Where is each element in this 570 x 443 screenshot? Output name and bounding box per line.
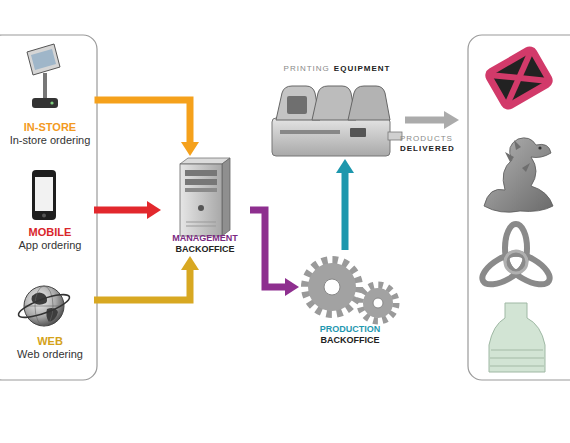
globe-sphere — [24, 286, 64, 326]
phone-case-product — [482, 44, 555, 113]
knot-loop — [502, 247, 555, 290]
node-subtitle: EQUIPMENT — [334, 64, 391, 74]
channel-node: WEBWeb ordering — [6, 278, 94, 364]
kiosk-base — [32, 98, 58, 108]
server-power — [198, 205, 204, 211]
knot-loop — [478, 247, 531, 290]
kiosk-icon — [27, 44, 60, 108]
server-bay — [185, 188, 217, 192]
vase-rib — [491, 349, 543, 351]
vase-body — [489, 303, 545, 372]
delivery-arrow-head — [444, 111, 459, 129]
server-bay — [185, 179, 217, 185]
server-side — [222, 158, 230, 236]
phone-screen — [35, 177, 53, 211]
vase-rib — [490, 365, 544, 367]
node-subtitle: BACKOFFICE — [176, 244, 235, 255]
printer-base — [272, 118, 390, 156]
server-icon — [180, 158, 230, 236]
kiosk-display — [31, 49, 56, 70]
printer-window — [287, 96, 307, 114]
knot-ring — [505, 251, 527, 273]
gear-hole — [373, 298, 383, 308]
node-title: PRODUCTION — [320, 324, 381, 335]
server-vent — [186, 222, 216, 223]
gear-body — [363, 288, 393, 318]
phone-body — [32, 170, 56, 220]
flow-arrow — [94, 207, 147, 214]
kiosk-light — [50, 101, 53, 104]
server-top — [180, 158, 230, 164]
flow-label: DELIVERED — [400, 144, 455, 154]
globe-icon — [16, 286, 72, 326]
equipment-node: PRINTING EQUIPMENT — [262, 62, 412, 160]
gear-teeth — [360, 285, 396, 321]
dragon-product — [484, 138, 553, 212]
gears-icon — [305, 260, 396, 321]
server-front — [180, 164, 222, 236]
label-group: PRODUCTSDELIVERED — [400, 134, 455, 155]
gear-body — [308, 263, 356, 311]
dragon-spikes — [505, 140, 530, 172]
node-subtitle: App ordering — [19, 239, 82, 253]
printer-slot — [280, 130, 340, 134]
vase-rib — [490, 357, 544, 359]
globe-equator — [24, 306, 64, 307]
node-title: MOBILE — [29, 226, 72, 240]
phone-icon — [32, 170, 56, 220]
gear-teeth — [305, 260, 359, 314]
case-frame — [482, 44, 555, 113]
vase-product — [489, 303, 545, 372]
printer-icon — [272, 86, 402, 156]
printer-panel — [350, 128, 366, 137]
node-title: WEB — [37, 335, 63, 349]
printer-tray — [388, 132, 402, 140]
case-strap — [492, 53, 546, 103]
phone-button — [42, 214, 46, 218]
delivery-arrow — [405, 111, 459, 129]
server-vent — [186, 226, 216, 227]
products-panel — [468, 35, 570, 380]
gear-hole — [324, 279, 340, 295]
flow-arrow — [95, 100, 191, 142]
kiosk-pole — [43, 73, 47, 100]
case-back — [492, 53, 546, 103]
flow-arrow — [250, 210, 285, 287]
node-subtitle: In-store ordering — [10, 134, 91, 148]
node-title: MANAGEMENT — [172, 233, 238, 244]
server-bay — [185, 170, 217, 176]
channel-node: IN-STOREIn-store ordering — [6, 40, 95, 150]
node-title: PRINTING — [284, 64, 330, 74]
globe-orbit — [16, 290, 72, 322]
kiosk-screen — [27, 44, 60, 75]
node-subtitle: Web ordering — [17, 348, 83, 362]
flow-arrow — [94, 270, 190, 300]
channel-panel — [0, 35, 97, 380]
delivery-arrow-shaft — [405, 117, 445, 124]
flow-arrow — [342, 173, 349, 250]
dragon-body — [484, 138, 553, 212]
backoffice-node: MANAGEMENTBACKOFFICE — [160, 155, 250, 257]
node-subtitle: BACKOFFICE — [321, 335, 380, 346]
knot-product — [478, 224, 555, 291]
flow-label: PRODUCTS — [400, 134, 455, 144]
dragon-eye — [538, 146, 541, 149]
node-title: IN-STORE — [24, 121, 76, 135]
printer-hood — [348, 86, 390, 120]
backoffice-node: PRODUCTIONBACKOFFICE — [298, 250, 402, 348]
channel-node: MOBILEApp ordering — [6, 165, 94, 255]
case-strap — [492, 53, 546, 103]
